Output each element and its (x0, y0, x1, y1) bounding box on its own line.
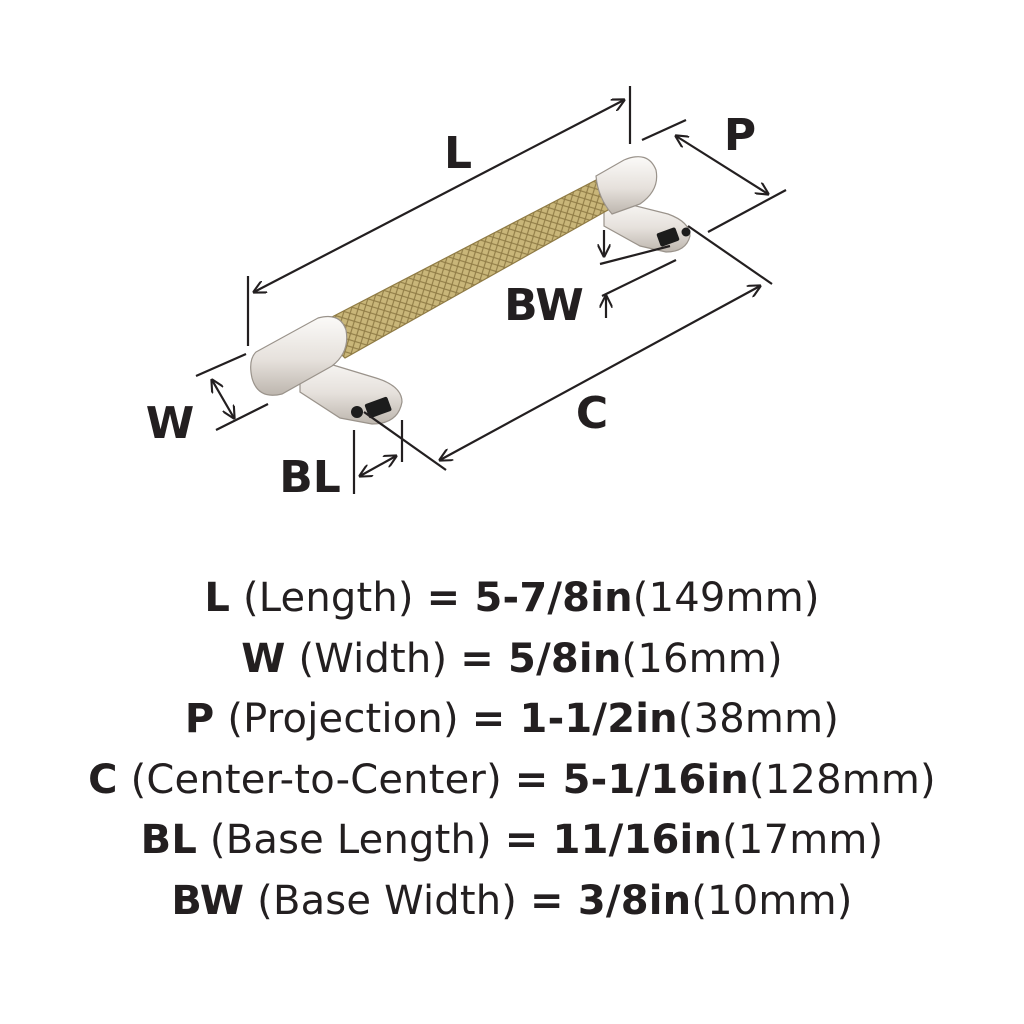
spec-base-length: BL (Base Length) = 11/16in(17mm) (0, 810, 1024, 871)
spec-abbr: BW (171, 877, 245, 924)
spec-desc: (Projection) (214, 696, 472, 742)
spec-abbr: L (204, 575, 231, 621)
spec-metric: (38mm) (677, 696, 840, 742)
spec-center-to-center: C (Center-to-Center) = 5-1/16in(128mm) (0, 750, 1024, 811)
spec-abbr: C (88, 756, 118, 803)
spec-projection: P (Projection) = 1-1/2in(38mm) (0, 689, 1024, 750)
dimension-spec-list: L (Length) = 5-7/8in(149mm) W (Width) = … (0, 568, 1024, 931)
spec-imperial: 1-1/2in (519, 696, 678, 742)
label-base-length: BL (279, 452, 341, 503)
label-projection: P (724, 110, 756, 161)
spec-metric: (149mm) (632, 575, 820, 621)
right-end-cap (595, 156, 658, 215)
spec-equals: = (514, 756, 563, 803)
spec-length: L (Length) = 5-7/8in(149mm) (0, 568, 1024, 629)
spec-width: W (Width) = 5/8in(16mm) (0, 629, 1024, 690)
cabinet-pull-dimension-diagram: L P BW W C BL (146, 86, 787, 503)
spec-imperial: 3/8in (577, 877, 692, 924)
spec-equals: = (471, 696, 520, 742)
spec-metric: (10mm) (691, 877, 853, 924)
spec-metric: (128mm) (748, 756, 936, 803)
label-center-to-center: C (576, 388, 608, 439)
spec-desc: (Length) (230, 575, 427, 621)
spec-abbr: W (241, 635, 286, 682)
spec-desc: (Base Length) (197, 817, 505, 863)
spec-equals: = (460, 635, 509, 682)
spec-desc: (Width) (285, 635, 461, 682)
spec-metric: (17mm) (722, 817, 884, 863)
spec-abbr: P (184, 696, 215, 742)
spec-desc: (Center-to-Center) (117, 756, 515, 803)
pull-illustration (250, 156, 691, 425)
spec-equals: = (530, 877, 578, 924)
spec-equals: = (426, 575, 475, 621)
spec-imperial: 5-1/16in (562, 756, 749, 803)
spec-equals: = (504, 817, 553, 863)
spec-desc: (Base Width) (244, 877, 531, 924)
label-base-width: BW (504, 280, 584, 331)
label-length: L (444, 128, 472, 179)
left-post (299, 354, 403, 425)
knurled-brass-grip (329, 177, 610, 359)
spec-metric: (16mm) (621, 635, 783, 682)
spec-base-width: BW (Base Width) = 3/8in(10mm) (0, 871, 1024, 932)
spec-abbr: BL (140, 817, 198, 863)
spec-imperial: 5/8in (508, 635, 622, 682)
label-width: W (146, 398, 195, 449)
spec-imperial: 11/16in (552, 817, 723, 863)
left-end-cap (250, 315, 348, 396)
spec-imperial: 5-7/8in (474, 575, 633, 621)
dimension-lines (195, 86, 787, 494)
